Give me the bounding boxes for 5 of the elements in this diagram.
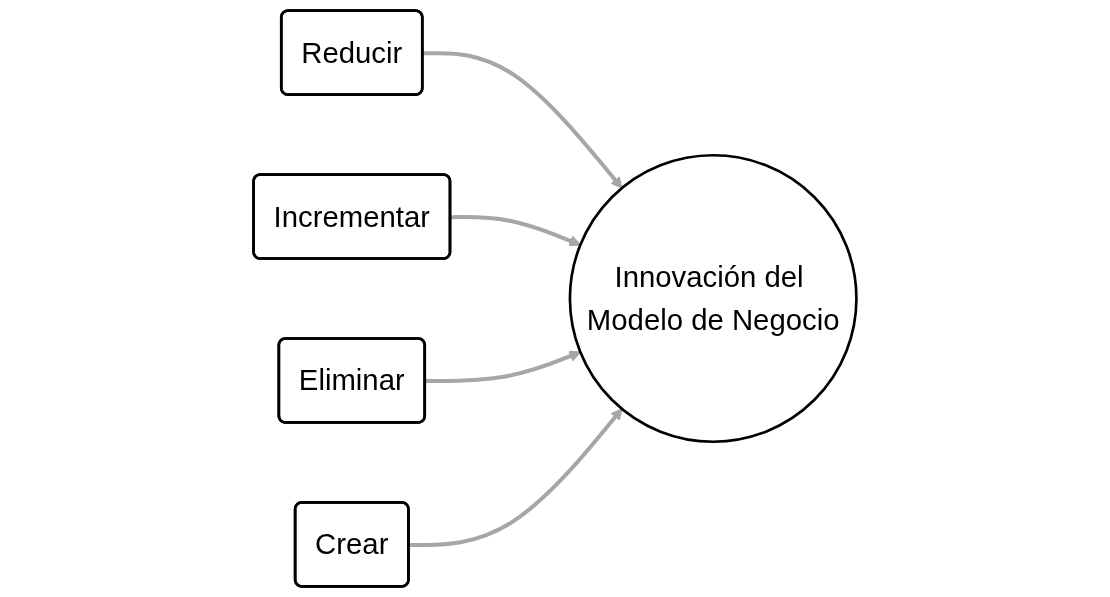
arrow bbox=[422, 51, 623, 189]
node-circle: Innovación del Modelo de Negocio bbox=[568, 153, 858, 444]
arrow bbox=[409, 408, 623, 548]
arrow bbox=[425, 350, 581, 384]
arrow bbox=[450, 215, 581, 247]
